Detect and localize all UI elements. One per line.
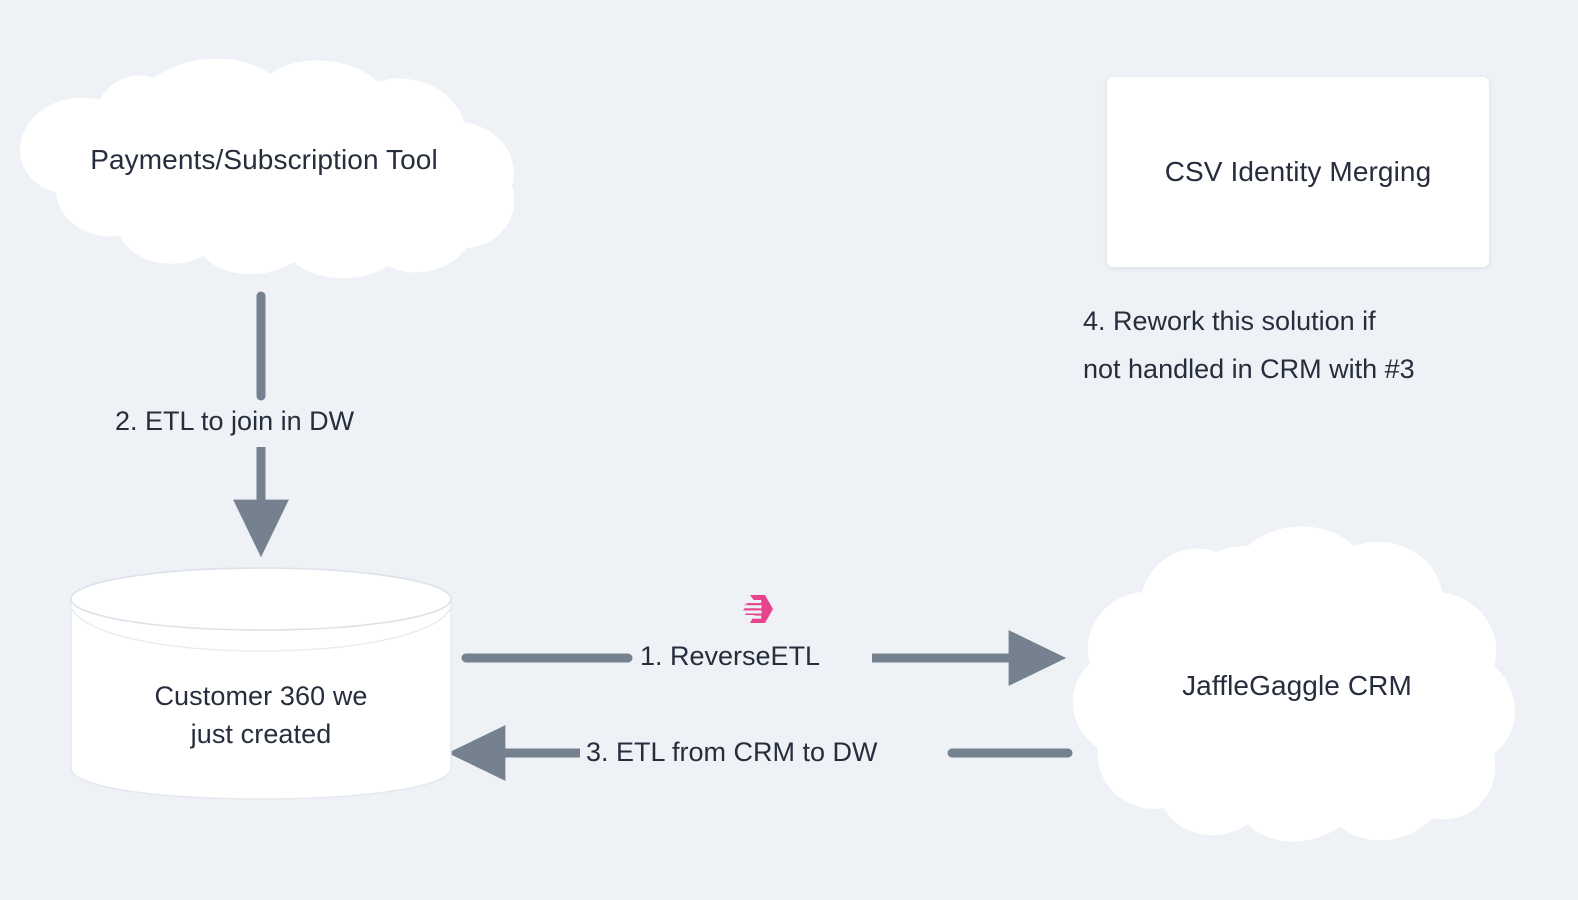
cloud-shape <box>19 58 515 279</box>
annotation-rework-note: 4. Rework this solution if not handled i… <box>1083 306 1415 385</box>
node-customer-360-warehouse[interactable]: Customer 360 we just created <box>68 565 454 802</box>
cloud-shape <box>1072 526 1515 842</box>
node-csv-identity-merging[interactable]: CSV Identity Merging <box>1107 77 1489 267</box>
cylinder-shape <box>70 567 452 800</box>
node-payments-subscription-tool[interactable]: Payments/Subscription Tool <box>8 56 520 279</box>
node-csv-label: CSV Identity Merging <box>1164 155 1432 187</box>
node-jafflegaggle-crm[interactable]: JaffleGaggle CRM <box>1052 526 1542 846</box>
hightouch-logo-icon <box>738 589 778 634</box>
